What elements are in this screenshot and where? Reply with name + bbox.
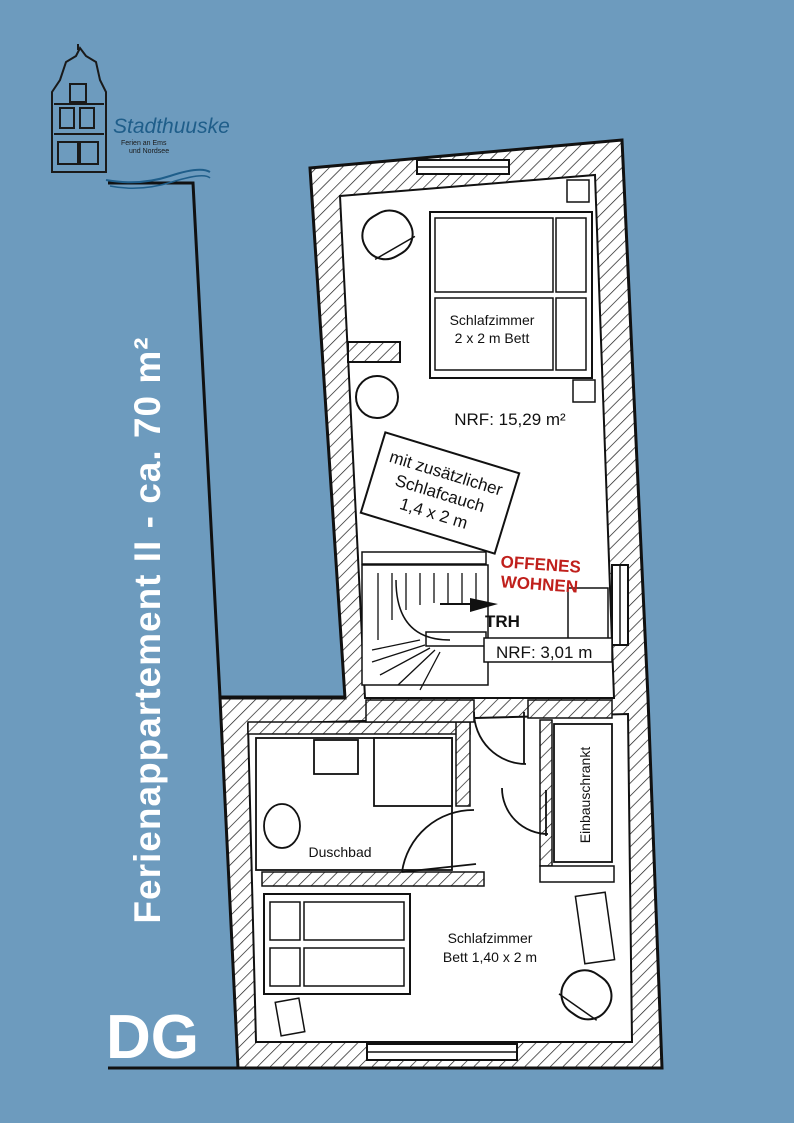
- room-name: Einbauschrankt: [577, 747, 593, 844]
- night-table: [572, 379, 596, 403]
- armchair: [558, 969, 613, 1021]
- logo-tagline: und Nordsee: [129, 148, 169, 155]
- shower-tray: [373, 737, 453, 807]
- stair-area-box: [483, 637, 613, 663]
- wall-stair-bottom-right: [527, 699, 613, 719]
- wall-bath-bottom: [261, 871, 485, 887]
- wall-stair-bottom: [365, 699, 475, 723]
- wall-closet-bottom: [539, 865, 615, 883]
- apartment-title: Ferienappartement II - ca. 70 m²: [127, 336, 168, 924]
- room-detail: 2 x 2 m Bett: [455, 330, 530, 346]
- door-closet: [501, 787, 549, 836]
- room-detail: Bett 1,40 x 2 m: [443, 949, 537, 965]
- stair-landing-rail: [361, 551, 487, 565]
- logo-brand: Stadthuuske: [113, 115, 230, 138]
- logo-wave-icon: [105, 168, 211, 184]
- staircase: [361, 564, 489, 691]
- stair-label: TRH: [485, 612, 520, 631]
- round-table: [355, 375, 399, 419]
- logo-tagline: Ferien an Ems: [121, 140, 167, 147]
- stair-area: NRF: 3,01 m: [496, 643, 592, 662]
- door-bath: [401, 809, 477, 873]
- night-table: [566, 179, 590, 203]
- room-area: NRF: 15,29 m²: [454, 410, 566, 429]
- stair-arrow: [470, 598, 498, 612]
- logo-wave-icon: [109, 175, 211, 189]
- night-table: [274, 997, 306, 1037]
- cabinet: [574, 891, 616, 965]
- sink: [313, 739, 359, 775]
- door-hall: [473, 711, 527, 765]
- double-bed: [429, 211, 593, 379]
- room-name: Schlafzimmer: [448, 930, 533, 946]
- toilet: [263, 803, 301, 849]
- room-name: Duschbad: [308, 844, 371, 860]
- sofa-bed: [359, 431, 521, 555]
- wall-bath-top: [247, 721, 471, 735]
- floor-label: DG: [106, 1003, 199, 1072]
- room-name: Schlafzimmer: [450, 312, 535, 328]
- armchair: [361, 209, 416, 261]
- logo-house-icon: [51, 44, 107, 173]
- chimney: [347, 341, 401, 363]
- wall-bath-right: [455, 721, 471, 807]
- bed-lower: [263, 893, 411, 995]
- built-in-closet: [553, 723, 613, 863]
